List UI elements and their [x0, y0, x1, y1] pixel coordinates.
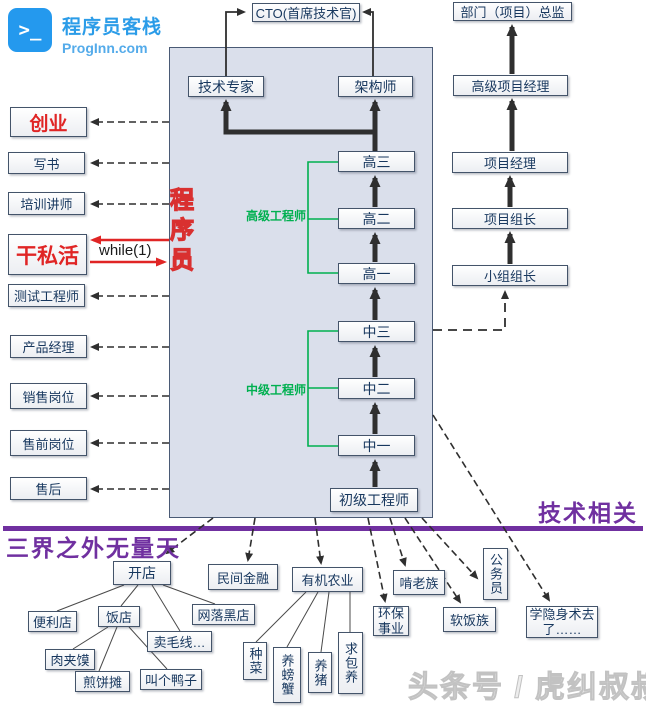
node-tech-expert: 技术专家: [188, 76, 264, 97]
programmer-vertical-label: 程序员: [169, 186, 194, 274]
node-training-lecturer: 培训讲师: [8, 192, 85, 215]
node-senior-project-manager: 高级项目经理: [453, 75, 568, 96]
node-seek-sugar: 求包养: [338, 632, 363, 694]
logo-title: 程序员客栈: [62, 17, 163, 38]
node-aftersales: 售后: [10, 477, 87, 500]
node-pancake-stand: 煎饼摊: [75, 671, 130, 692]
node-project-lead: 项目组长: [452, 208, 568, 229]
node-open-shop: 开店: [113, 561, 171, 585]
node-civil-servant: 公务员: [483, 548, 508, 600]
node-convenience-store: 便利店: [28, 611, 77, 632]
tech-boundary-divider: [3, 526, 643, 531]
node-kept-man: 软饭族: [443, 607, 496, 632]
node-team-lead: 小组组长: [452, 265, 568, 286]
beyond-three-realms-label: 三界之外无量天: [6, 535, 181, 561]
node-level-gao3: 高三: [338, 151, 415, 172]
watermark-text: 头条号 / 虎纠叔叔: [407, 671, 646, 705]
tech-related-label: 技术相关: [538, 500, 638, 526]
node-level-zhong1: 中一: [338, 435, 415, 456]
node-environmental-cause: 环保事业: [373, 606, 409, 636]
node-startup: 创业: [10, 107, 87, 137]
node-cto: CTO(首席技术官): [252, 3, 360, 22]
senior-engineer-group-label: 高级工程师: [246, 209, 307, 223]
logo-subtitle: ProgInn.com: [62, 40, 148, 56]
node-presales-position: 售前岗位: [10, 430, 87, 456]
node-raise-pigs: 养猪: [308, 652, 332, 693]
node-live-off-parents: 啃老族: [393, 570, 445, 595]
node-invisibility: 学隐身术去了……: [526, 606, 598, 638]
node-write-books: 写书: [8, 152, 85, 174]
node-level-gao1: 高一: [338, 263, 415, 284]
node-freelance-gigs: 干私活: [8, 234, 87, 275]
node-junior-engineer: 初级工程师: [330, 488, 418, 512]
node-architect: 架构师: [338, 76, 413, 97]
node-call-a-duck: 叫个鸭子: [140, 669, 202, 690]
mid-engineer-group-label: 中级工程师: [246, 383, 307, 397]
proginn-logo: >_ 程序员客栈 ProgInn.com: [8, 8, 162, 56]
node-raise-crabs: 养螃蟹: [273, 647, 301, 703]
node-private-finance: 民间金融: [208, 564, 278, 590]
node-online-shady-shop: 网落黑店: [192, 604, 255, 625]
node-sell-yarn: 卖毛线…: [147, 631, 212, 652]
node-level-gao2: 高二: [338, 208, 415, 229]
while-loop-label: while(1): [99, 242, 152, 259]
node-test-engineer: 测试工程师: [8, 284, 85, 307]
node-organic-farming: 有机农业: [292, 567, 363, 592]
node-level-zhong3: 中三: [338, 321, 415, 342]
node-grow-vegetables: 种菜: [243, 642, 267, 680]
node-sales-position: 销售岗位: [10, 383, 87, 409]
node-roujiamo: 肉夹馍: [45, 649, 95, 670]
node-product-manager: 产品经理: [10, 335, 87, 358]
node-level-zhong2: 中二: [338, 378, 415, 399]
node-project-manager: 项目经理: [452, 152, 568, 173]
terminal-prompt-icon: >_: [8, 8, 52, 52]
node-department-director: 部门（项目）总监: [453, 2, 572, 21]
node-restaurant: 饭店: [98, 606, 140, 627]
